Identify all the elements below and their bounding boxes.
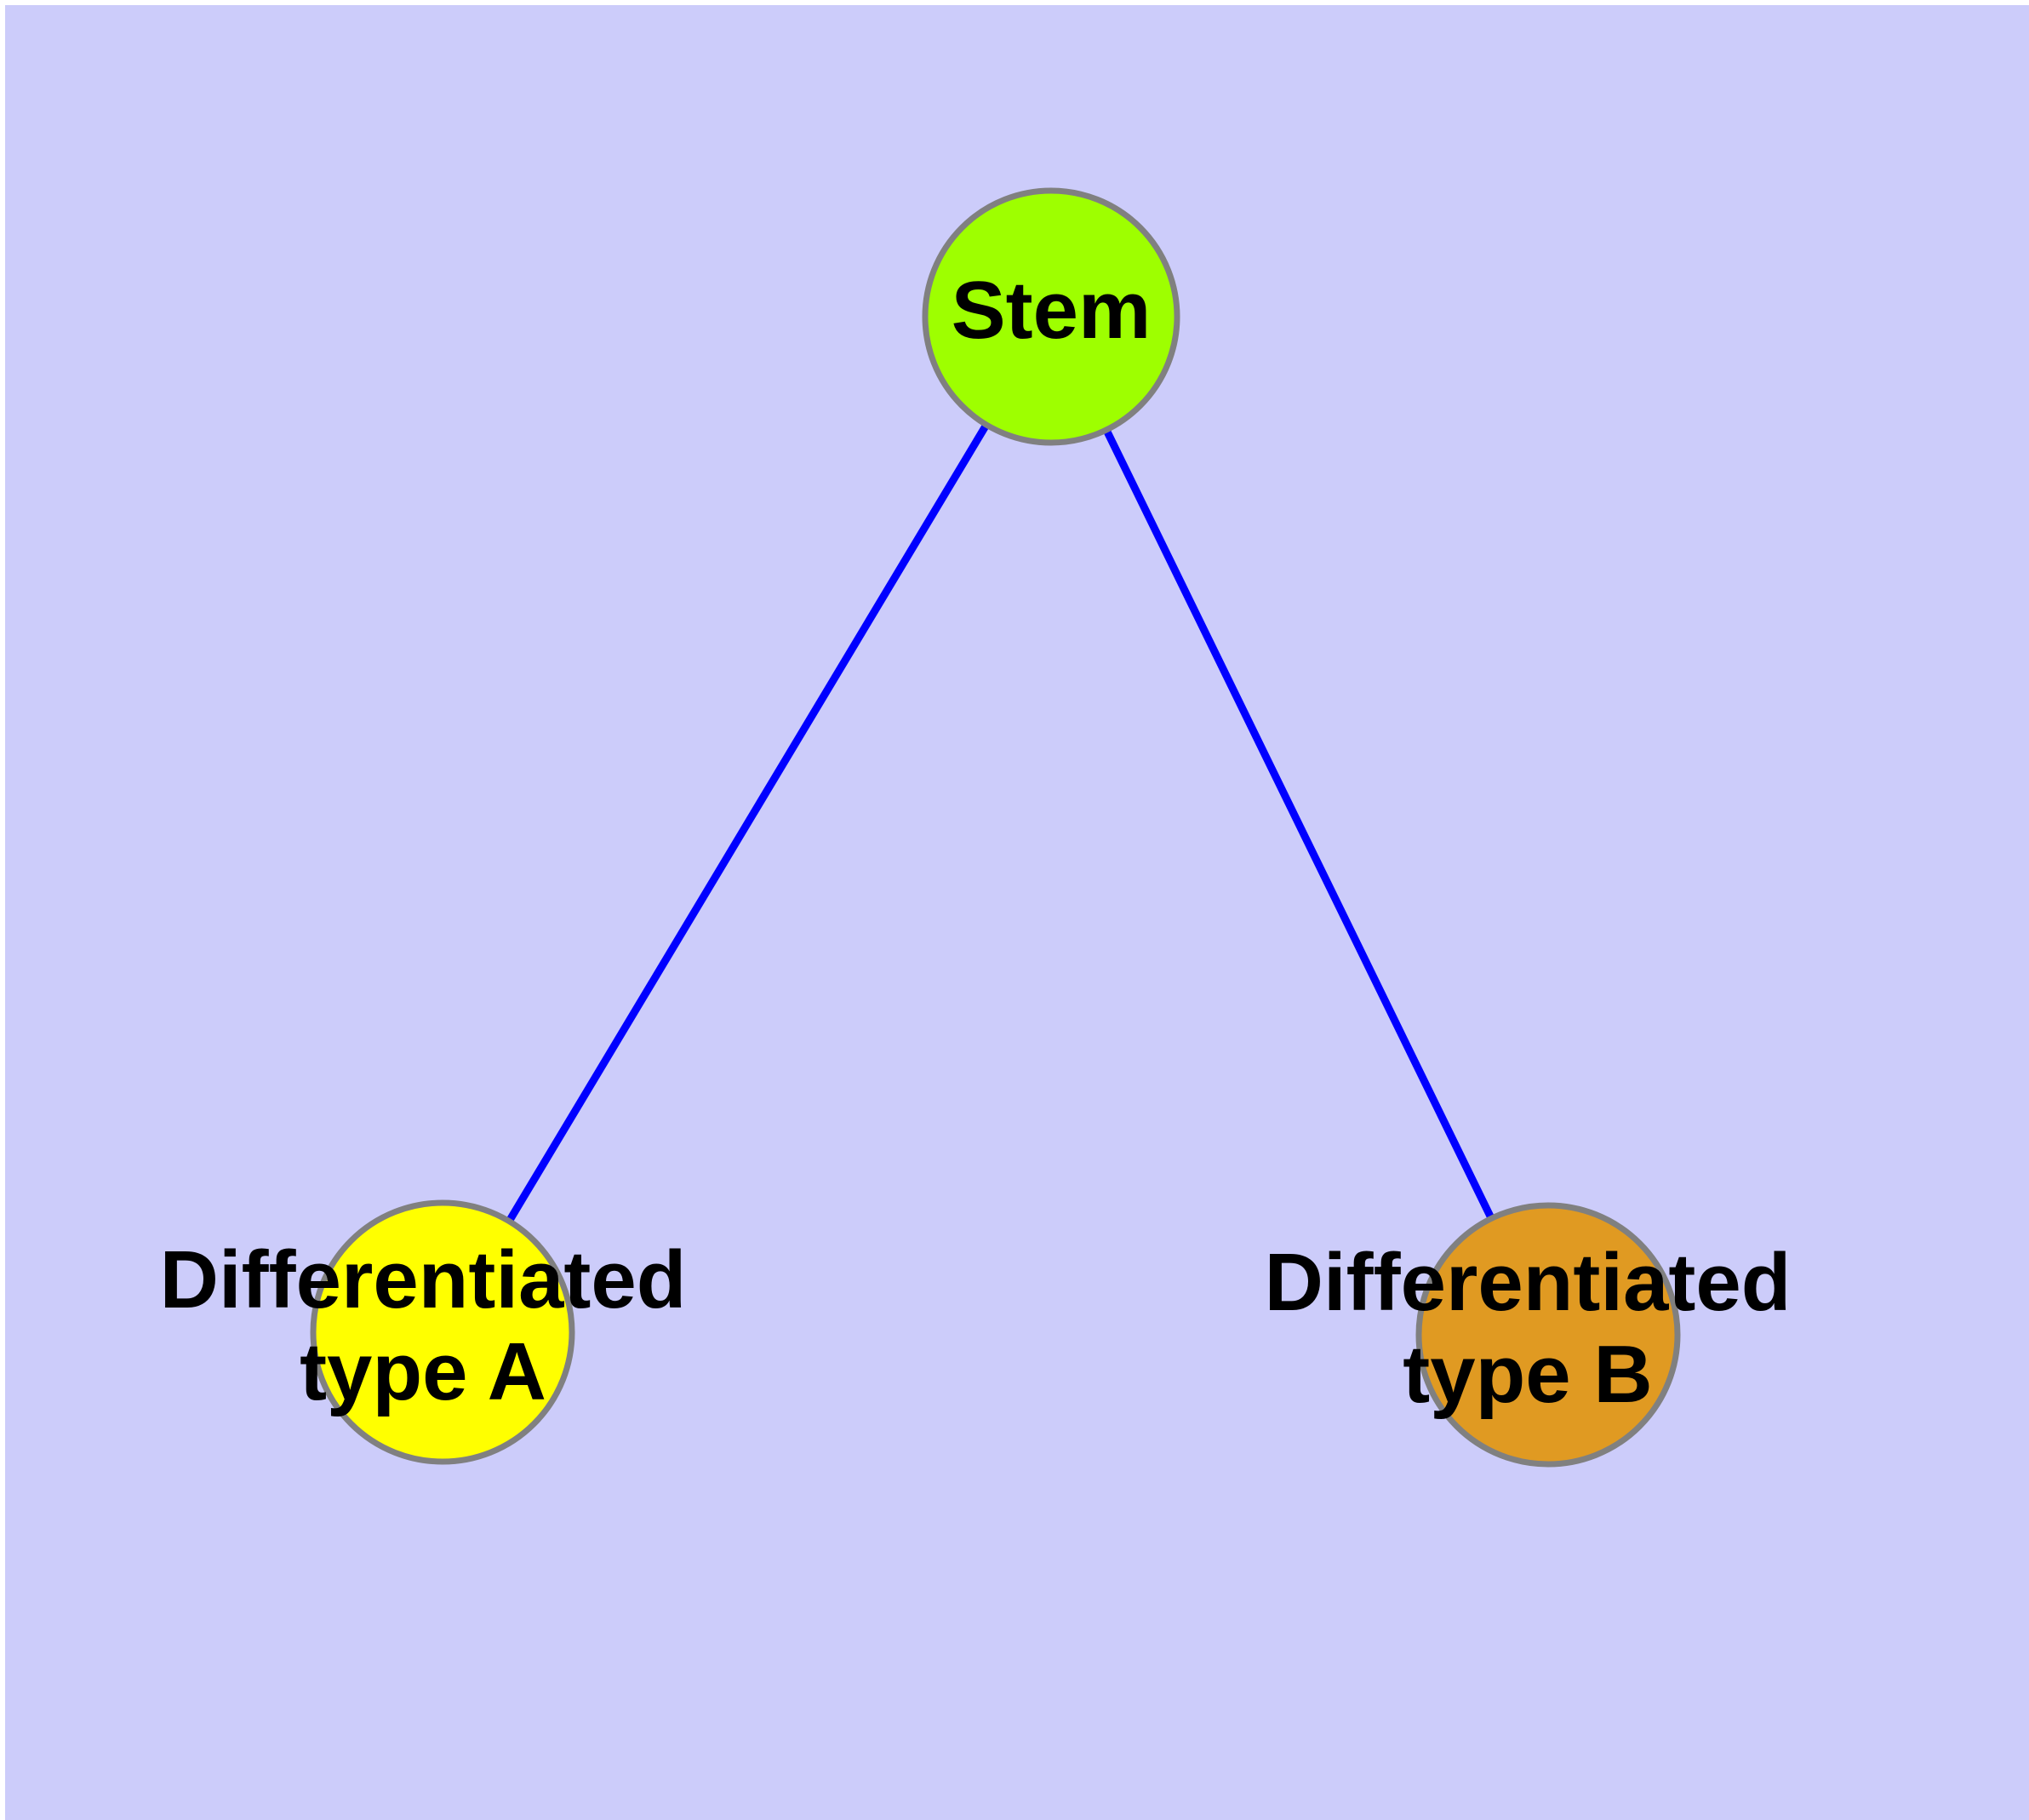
node-stem[interactable] <box>922 187 1180 446</box>
node-differentiated-type-a[interactable] <box>310 1199 575 1465</box>
edge-stem-to-differentiated-type-a <box>503 418 992 1228</box>
edge-stem-to-differentiated-type-b <box>1100 423 1497 1225</box>
node-differentiated-type-b[interactable] <box>1415 1202 1681 1468</box>
edges-layer <box>503 418 1497 1228</box>
nodes-layer <box>310 187 1681 1468</box>
node-label-stem: Stem <box>952 265 1152 356</box>
